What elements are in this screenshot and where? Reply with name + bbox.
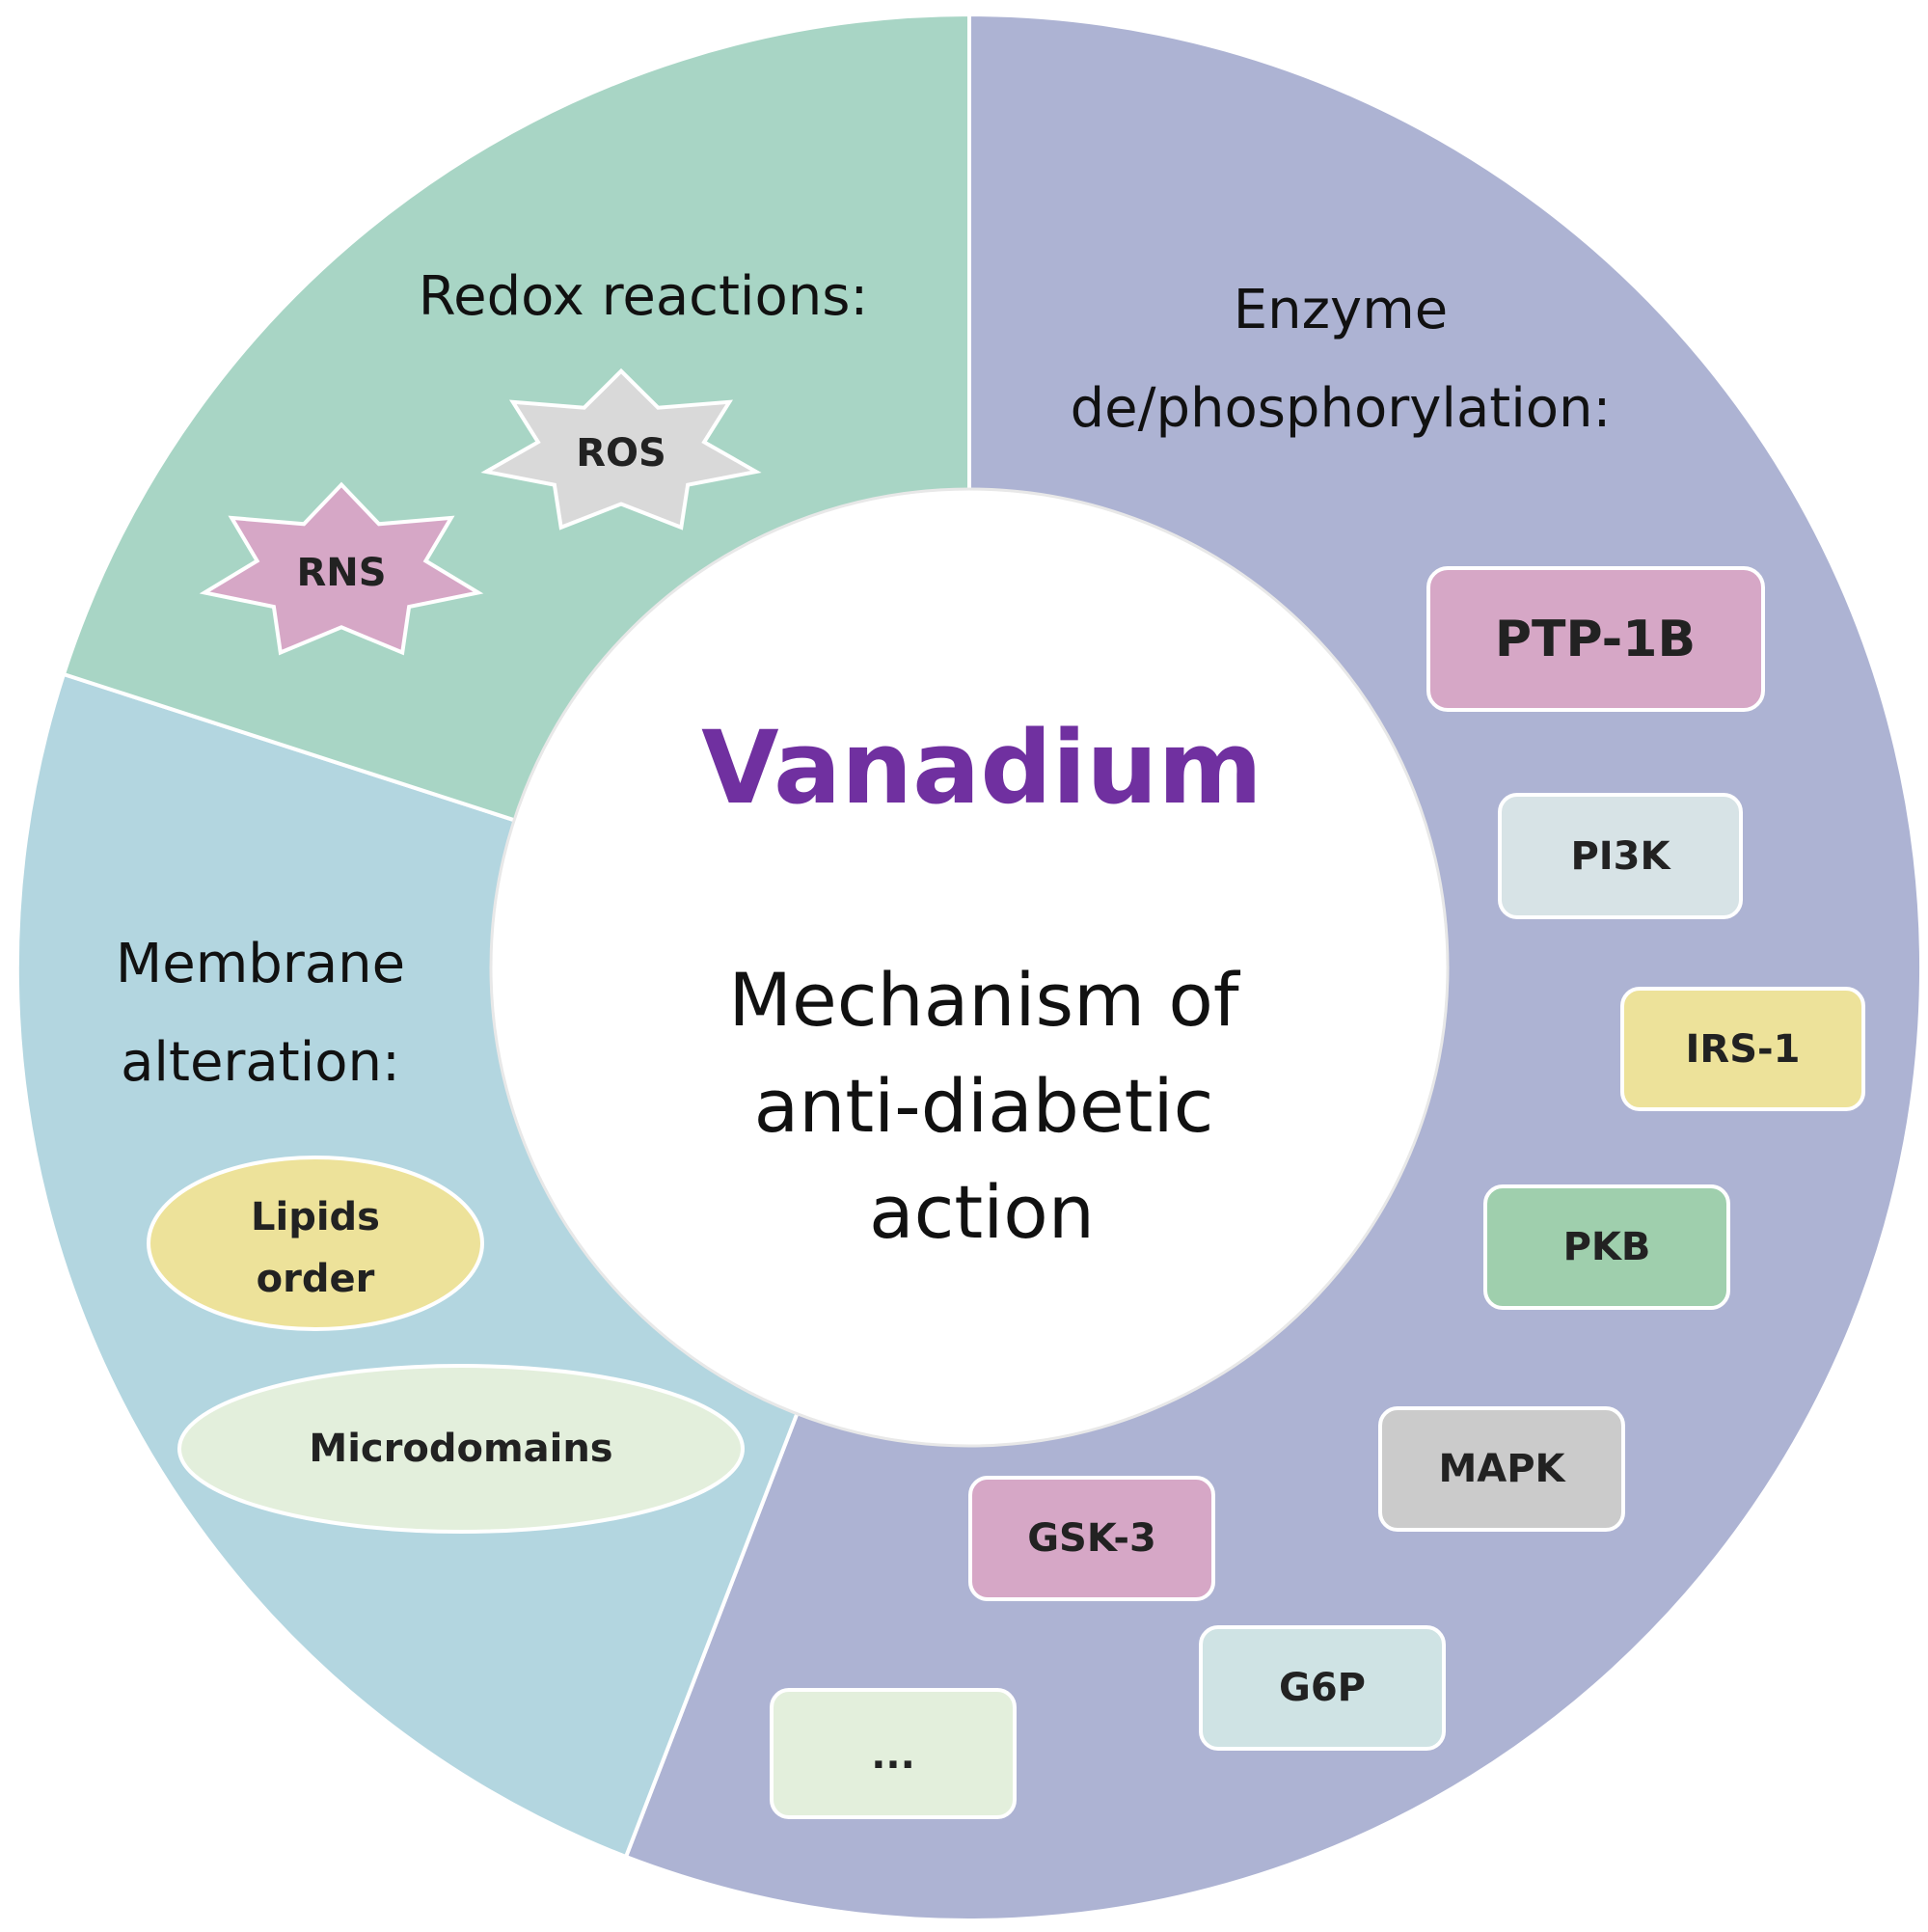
membrane-title-line-2: alteration: bbox=[121, 1031, 400, 1094]
ellipsis-box bbox=[770, 1688, 1017, 1819]
ros-label: ROS bbox=[576, 431, 666, 476]
lipids-order-ellipse bbox=[147, 1156, 484, 1331]
ptp-1b-label: PTP-1B bbox=[1495, 611, 1696, 668]
irs-1-label: IRS-1 bbox=[1686, 1027, 1801, 1072]
pkb-box bbox=[1483, 1184, 1730, 1310]
ptp-1b-box bbox=[1426, 566, 1765, 712]
center-circle bbox=[489, 487, 1450, 1448]
ptp-1b-item: PTP-1B bbox=[1426, 566, 1765, 712]
pi3k-box bbox=[1498, 793, 1743, 919]
g6p-label: G6P bbox=[1279, 1666, 1366, 1710]
membrane-title-line-1: Membrane bbox=[116, 933, 405, 995]
irs-1-item: IRS-1 bbox=[1620, 987, 1865, 1111]
pi3k-label: PI3K bbox=[1570, 834, 1671, 879]
pi3k-item: PI3K bbox=[1498, 793, 1743, 919]
center-subtitle-line-3: action bbox=[869, 1169, 1095, 1255]
g6p-box bbox=[1199, 1625, 1446, 1751]
lipids-order-label-line-2: order bbox=[257, 1257, 375, 1301]
irs-1-box bbox=[1620, 987, 1865, 1111]
pkb-item: PKB bbox=[1483, 1184, 1730, 1310]
center-title: Vanadium bbox=[701, 709, 1263, 827]
ellipsis-label: ... bbox=[871, 1733, 915, 1778]
lipids-order-item: Lipids order bbox=[147, 1156, 484, 1331]
mapk-item: MAPK bbox=[1378, 1406, 1625, 1532]
pkb-label: PKB bbox=[1563, 1225, 1651, 1269]
mapk-label: MAPK bbox=[1438, 1447, 1566, 1491]
gsk-3-label: GSK-3 bbox=[1027, 1516, 1156, 1561]
rns-star-shape bbox=[199, 481, 484, 656]
gsk-3-item: GSK-3 bbox=[968, 1476, 1215, 1601]
microdomains-item: Microdomains bbox=[177, 1364, 745, 1534]
redox-title: Redox reactions: bbox=[419, 265, 869, 328]
enzyme-title-line-1: Enzyme bbox=[1234, 279, 1448, 341]
gsk-3-box bbox=[968, 1476, 1215, 1601]
center-subtitle-line-2: anti-diabetic bbox=[754, 1063, 1214, 1149]
ellipsis-item: ... bbox=[770, 1688, 1017, 1819]
rns-item: RNS bbox=[199, 481, 484, 656]
mapk-box bbox=[1378, 1406, 1625, 1532]
enzyme-title-line-2: de/phosphorylation: bbox=[1071, 377, 1612, 440]
rns-label: RNS bbox=[296, 551, 386, 595]
ros-item: ROS bbox=[480, 367, 762, 531]
center-subtitle-line-1: Mechanism of bbox=[728, 957, 1240, 1043]
g6p-item: G6P bbox=[1199, 1625, 1446, 1751]
microdomains-ellipse bbox=[177, 1364, 745, 1534]
lipids-order-label-line-1: Lipids bbox=[251, 1195, 380, 1239]
ros-star-shape bbox=[480, 367, 762, 531]
microdomains-label: Microdomains bbox=[309, 1427, 612, 1471]
